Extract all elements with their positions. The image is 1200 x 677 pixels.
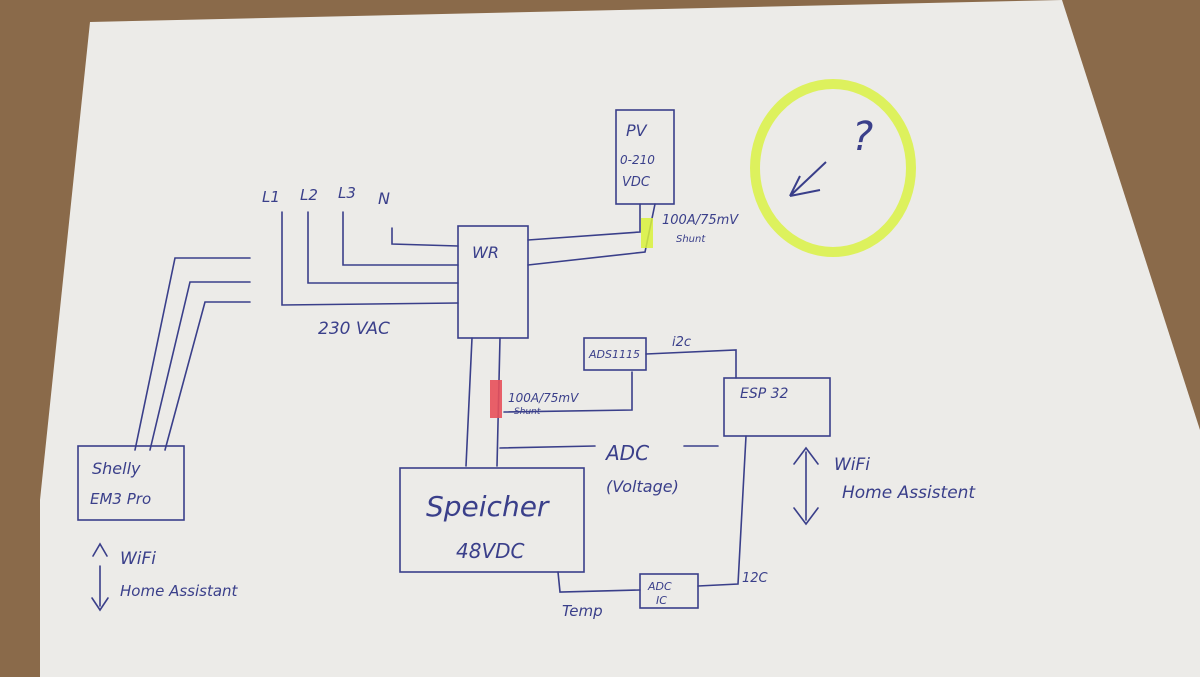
label-l1: L1	[262, 188, 280, 206]
wifi-arrow-left-icon	[91, 542, 109, 612]
i2c-bottom-label: 12C	[742, 571, 769, 586]
pv-unit: VDC	[622, 175, 651, 190]
esp32-box	[723, 377, 831, 437]
label-n: N	[378, 189, 390, 208]
check-mark-icon	[789, 161, 827, 197]
battery-shunt-word: Shunt	[514, 407, 541, 417]
label-l2: L2	[300, 186, 318, 204]
speicher-label: Speicher	[426, 490, 550, 523]
adc-label: ADC	[604, 441, 649, 465]
wr-label: WR	[472, 243, 499, 262]
i2c-wire-top	[645, 349, 737, 379]
wifi-left-label: WiFi	[120, 549, 156, 569]
speicher-box	[399, 467, 585, 573]
wire-l1	[281, 211, 459, 306]
shunt-sense-wire	[503, 371, 633, 413]
temp-wire	[557, 571, 641, 593]
adc-ic-box	[639, 573, 699, 609]
wr-box	[457, 225, 529, 339]
shelly-cable-1	[134, 257, 251, 451]
yellow-circle-highlight	[750, 79, 916, 257]
pv-box	[615, 109, 675, 205]
shelly-cable-3	[164, 301, 251, 451]
i2c-wire-bottom	[697, 435, 747, 587]
battery-shunt-highlight	[490, 380, 502, 418]
wire-l3	[342, 211, 459, 266]
wifi-right-label: WiFi	[834, 455, 870, 475]
dc-wire-left	[465, 337, 473, 467]
esp32-label: ESP 32	[740, 386, 789, 402]
i2c-top-label: i2c	[672, 335, 691, 350]
pv-shunt-highlight	[641, 218, 653, 248]
pv-title: PV	[626, 121, 648, 140]
pv-shunt-value: 100A/75mV	[662, 213, 739, 228]
shelly-box	[77, 445, 185, 521]
question-mark: ?	[852, 114, 873, 160]
pv-range: 0-210	[620, 153, 655, 167]
shelly-label-line2: EM3 Pro	[90, 490, 151, 508]
battery-shunt-value: 100A/75mV	[508, 391, 579, 405]
shelly-cable-2	[149, 281, 251, 451]
adc-ic-top-label: ADC	[647, 580, 672, 593]
ads1115-label: ADS1115	[588, 348, 640, 361]
wiring	[77, 109, 831, 612]
vac-label: 230 VAC	[318, 319, 390, 339]
speicher-voltage-label: 48VDC	[456, 539, 525, 563]
temp-label: Temp	[562, 602, 603, 620]
shelly-label-line1: Shelly	[92, 459, 141, 478]
wire-l2	[307, 211, 459, 284]
pv-wire-plus	[527, 203, 641, 241]
pv-shunt-word: Shunt	[676, 234, 706, 245]
adc-wire	[499, 445, 596, 449]
label-l3: L3	[338, 184, 356, 202]
adc-ic-bottom-label: IC	[656, 594, 667, 607]
home-assistant-right-label: Home Assistent	[842, 483, 976, 503]
wire-n	[391, 227, 459, 247]
wifi-arrow-right-icon	[793, 446, 819, 526]
home-assistant-left-label: Home Assistant	[120, 582, 239, 600]
adc-voltage-label: (Voltage)	[606, 477, 679, 496]
